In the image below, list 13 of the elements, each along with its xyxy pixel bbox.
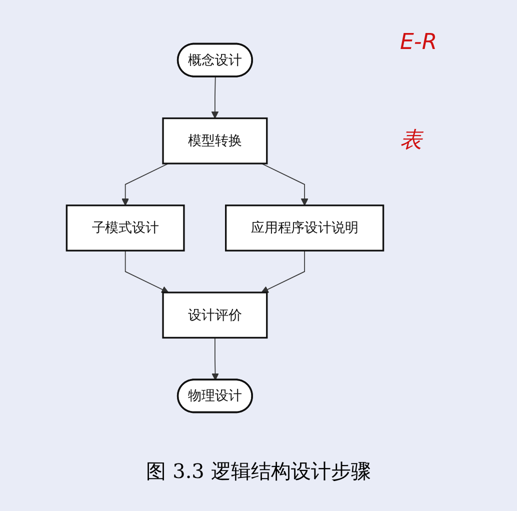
arrow xyxy=(212,337,219,380)
node-box: 模型转换 xyxy=(162,117,268,164)
handwritten-note: E-R xyxy=(400,30,438,55)
figure-caption: 图 3.3 逻辑结构设计步骤 xyxy=(146,458,371,485)
arrow xyxy=(122,163,169,206)
handwritten-note: 表 xyxy=(400,127,424,155)
node-box: 子模式设计 xyxy=(66,204,185,252)
arrow xyxy=(211,76,219,119)
arrow xyxy=(261,250,305,293)
arrow xyxy=(261,163,308,206)
arrow xyxy=(124,250,169,293)
node-box: 设计评价 xyxy=(162,292,268,339)
node-box: 应用程序设计说明 xyxy=(225,204,384,252)
